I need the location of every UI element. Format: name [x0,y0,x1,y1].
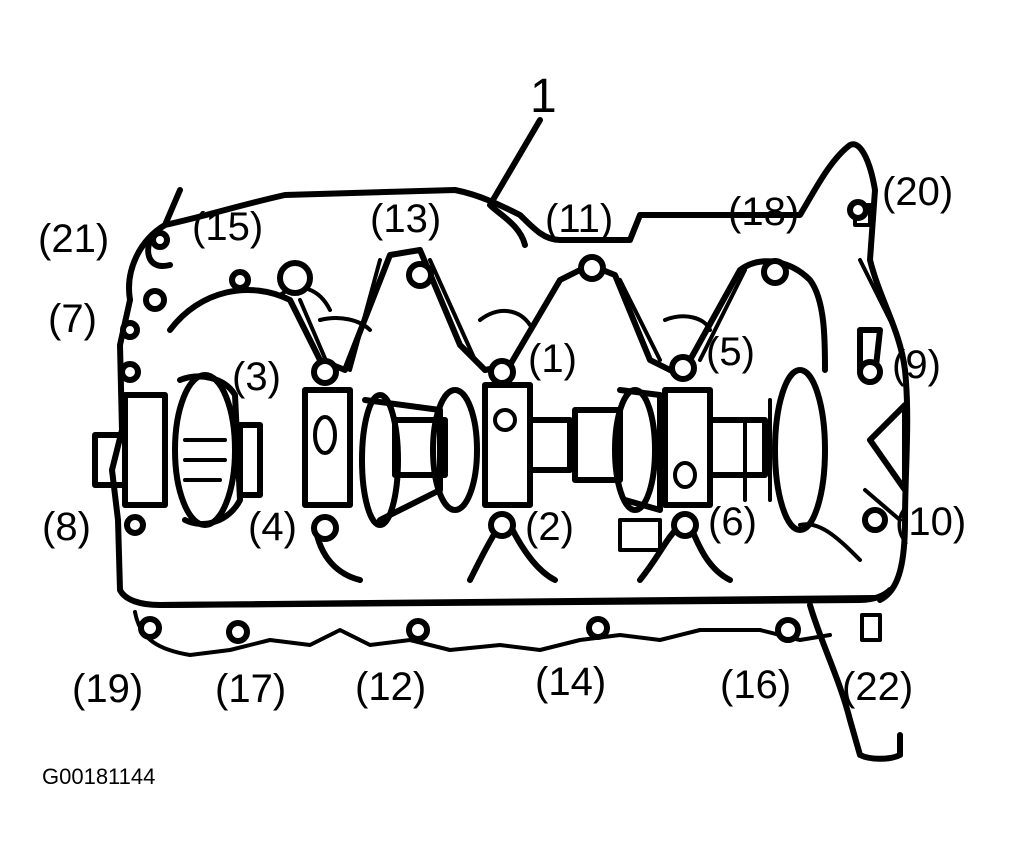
label-19: (19) [72,667,143,711]
bolt-13 [406,261,434,289]
callout-leader [487,117,543,248]
label-13: (13) [370,197,441,241]
bolt-5 [669,354,697,382]
bolt-holes [119,199,888,644]
label-21: (21) [38,217,109,261]
label-16: (16) [720,663,791,707]
bolt-21 [150,230,170,250]
bolt-7 [143,288,167,312]
bolt-misc2 [120,320,140,340]
crankshaft [92,367,828,533]
bolt-10 [862,507,888,533]
label-15: (15) [192,205,263,249]
label-6: (6) [708,500,757,544]
label-5: (5) [706,330,755,374]
label-17: (17) [215,667,286,711]
block-webs [167,247,862,583]
label-9: (9) [892,343,941,387]
label-12: (12) [355,665,426,709]
bolt-17 [226,620,250,644]
labels: 1 (21) (15) (13) (11) (18) (20) (7) (3) … [38,70,966,789]
bolt-6 [671,511,699,539]
bolt-12 [406,618,430,642]
bolt-15 [277,260,313,296]
bolt-19 [138,616,162,640]
bolt-14 [586,616,610,640]
label-18: (18) [728,190,799,234]
label-22: (22) [842,665,913,709]
bolt-4 [311,514,339,542]
bolt-2 [488,511,516,539]
label-14: (14) [535,660,606,704]
bolt-18 [761,258,789,286]
bolt-8 [124,514,146,536]
part-callout: 1 [530,70,557,123]
bolt-3 [311,358,339,386]
label-10: (10) [895,500,966,544]
bolt-20 [847,199,869,221]
bolt-misc [119,361,141,383]
label-7: (7) [48,297,97,341]
label-20: (20) [882,170,953,214]
label-4: (4) [248,505,297,549]
bolt-1 [488,358,516,386]
label-1: (1) [528,337,577,381]
label-8: (8) [42,505,91,549]
bolt-9 [857,359,883,385]
figure-code: G00181144 [42,764,155,789]
label-2: (2) [525,505,574,549]
bolt-7b [229,269,251,291]
bolt-11 [578,254,606,282]
bolt-16 [775,617,801,643]
label-11: (11) [545,197,613,241]
label-3: (3) [232,355,281,399]
